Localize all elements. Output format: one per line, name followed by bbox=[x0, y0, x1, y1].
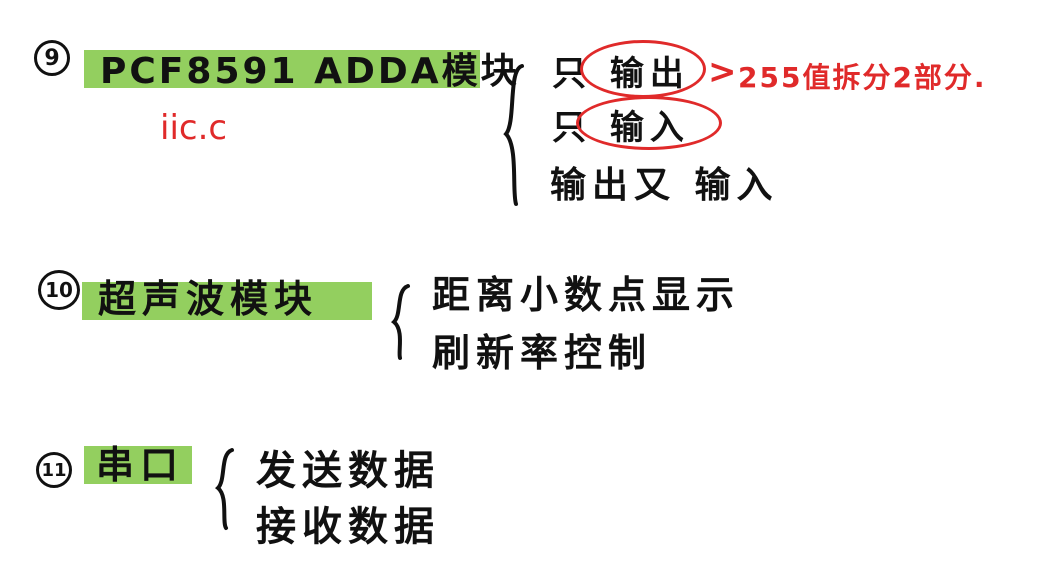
item-9-3: 输出又 输入 bbox=[550, 165, 779, 206]
section-number-11: 11 bbox=[36, 452, 72, 488]
brace-10 bbox=[391, 284, 410, 360]
section-title-9: PCF8591 ADDA模块 bbox=[100, 51, 520, 92]
item-11-2: 接收数据 bbox=[256, 504, 440, 550]
title-highlight-9 bbox=[84, 50, 480, 88]
item-11-1: 发送数据 bbox=[256, 448, 440, 494]
brace-11 bbox=[215, 448, 234, 530]
red-circle-input bbox=[576, 96, 722, 150]
red-circle-output bbox=[580, 40, 706, 98]
item-10-1: 距离小数点显示 bbox=[432, 273, 741, 317]
section-title-11: 串口 bbox=[96, 443, 185, 487]
red-annotation: 255值拆分2部分. bbox=[738, 61, 987, 94]
section-note-9: iic.c bbox=[160, 108, 228, 148]
section-number-10: 10 bbox=[38, 270, 80, 310]
brace-9 bbox=[503, 64, 524, 206]
item-10-2: 刷新率控制 bbox=[432, 331, 653, 375]
red-arrow: > bbox=[708, 52, 737, 92]
section-number-9: 9 bbox=[34, 40, 70, 76]
title-highlight-10 bbox=[82, 282, 372, 320]
title-highlight-11 bbox=[84, 446, 192, 484]
section-title-10: 超声波模块 bbox=[98, 277, 319, 321]
